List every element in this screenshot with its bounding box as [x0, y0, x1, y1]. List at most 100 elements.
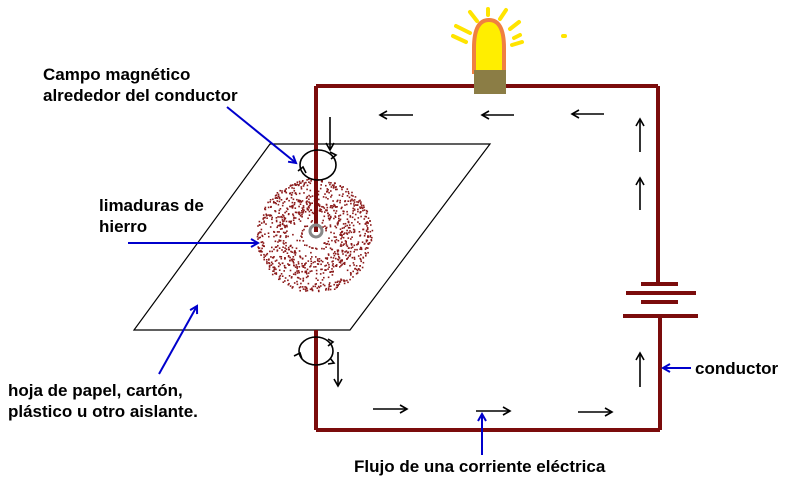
iron-filing-speck: [330, 186, 333, 188]
iron-filing-speck: [257, 234, 259, 236]
iron-filing-speck: [301, 265, 304, 267]
iron-filing-speck: [339, 245, 342, 247]
iron-filing-speck: [303, 228, 305, 231]
iron-filing-speck: [366, 228, 369, 231]
iron-filing-speck: [306, 268, 309, 271]
iron-filing-speck: [332, 263, 334, 265]
iron-filing-speck: [352, 228, 355, 231]
iron-filing-speck: [318, 286, 321, 289]
iron-filing-speck: [300, 200, 303, 203]
iron-filing-speck: [276, 226, 278, 229]
iron-filing-speck: [335, 188, 337, 191]
iron-filing-speck: [321, 268, 323, 271]
iron-filing-speck: [367, 221, 369, 224]
iron-filing-speck: [278, 197, 281, 200]
iron-filing-speck: [296, 181, 299, 183]
iron-filing-speck: [321, 222, 324, 224]
iron-filing-speck: [302, 280, 304, 282]
iron-filing-speck: [327, 276, 330, 279]
iron-filing-speck: [278, 212, 280, 214]
iron-filing-speck: [317, 285, 320, 288]
iron-filing-speck: [295, 184, 297, 186]
iron-filing-speck: [274, 240, 277, 243]
iron-filing-speck: [298, 205, 300, 208]
iron-filing-speck: [345, 190, 347, 193]
iron-filing-speck: [304, 244, 306, 246]
iron-filing-speck: [274, 195, 277, 197]
iron-filing-speck: [356, 272, 359, 274]
iron-filing-speck: [351, 256, 354, 259]
iron-filing-speck: [356, 268, 358, 271]
iron-filing-speck: [298, 286, 301, 289]
iron-filing-speck: [309, 270, 311, 273]
iron-filing-speck: [294, 271, 297, 274]
iron-filing-speck: [328, 237, 330, 239]
iron-filing-speck: [295, 211, 298, 214]
iron-filing-speck: [287, 213, 290, 216]
iron-filing-speck: [269, 250, 271, 253]
iron-filing-speck: [299, 286, 302, 288]
iron-filing-speck: [274, 260, 277, 262]
iron-filing-speck: [360, 204, 363, 207]
iron-filing-speck: [269, 226, 272, 228]
iron-filing-speck: [360, 203, 362, 205]
iron-filing-speck: [296, 276, 299, 279]
iron-filing-speck: [281, 223, 284, 226]
iron-filing-speck: [301, 216, 303, 218]
iron-filing-speck: [268, 258, 270, 260]
iron-filing-speck: [274, 272, 276, 275]
iron-filing-speck: [291, 187, 293, 189]
iron-filing-speck: [270, 214, 273, 217]
iron-filing-speck: [273, 268, 275, 271]
iron-filing-speck: [343, 263, 346, 265]
iron-filing-speck: [367, 235, 369, 237]
iron-filing-speck: [305, 201, 308, 204]
iron-filing-speck: [274, 202, 276, 204]
iron-filing-speck: [346, 269, 349, 272]
iron-filing-speck: [296, 198, 298, 201]
iron-filing-speck: [298, 201, 301, 203]
iron-filing-speck: [334, 240, 336, 242]
iron-filing-speck: [301, 236, 303, 238]
iron-filing-speck: [275, 273, 278, 275]
iron-filing-speck: [292, 260, 294, 263]
iron-filing-speck: [308, 198, 310, 201]
iron-filing-speck: [294, 217, 297, 219]
iron-filing-speck: [302, 266, 305, 268]
iron-filing-speck: [265, 254, 268, 256]
iron-filing-speck: [340, 186, 343, 189]
iron-filing-speck: [275, 220, 278, 223]
iron-filing-speck: [285, 231, 287, 234]
iron-filing-speck: [346, 279, 348, 282]
iron-filing-speck: [264, 255, 267, 257]
iron-filing-speck: [330, 196, 332, 198]
iron-filing-speck: [350, 244, 353, 246]
iron-filing-speck: [362, 209, 364, 212]
iron-filing-speck: [284, 277, 287, 279]
iron-filing-speck: [279, 236, 282, 238]
iron-filing-speck: [340, 207, 343, 210]
iron-filing-speck: [332, 270, 334, 273]
iron-filing-speck: [310, 263, 313, 265]
iron-filing-speck: [360, 201, 362, 203]
iron-filing-speck: [339, 214, 342, 217]
iron-filing-speck: [297, 277, 300, 279]
iron-filing-speck: [327, 262, 329, 264]
iron-filing-speck: [270, 264, 273, 266]
iron-filing-speck: [350, 194, 353, 197]
iron-filing-speck: [305, 271, 308, 274]
iron-filing-speck: [342, 244, 345, 246]
iron-filing-speck: [287, 279, 289, 282]
iron-filing-speck: [310, 258, 312, 260]
iron-filing-speck: [329, 225, 332, 228]
iron-filing-speck: [318, 260, 321, 263]
iron-filing-speck: [281, 227, 283, 230]
iron-filing-speck: [308, 207, 310, 209]
iron-filing-speck: [291, 276, 293, 278]
iron-filing-speck: [300, 187, 303, 190]
iron-filing-speck: [291, 201, 294, 204]
iron-filing-speck: [302, 277, 305, 280]
iron-filing-speck: [305, 290, 307, 292]
iron-filing-speck: [370, 224, 372, 226]
iron-filing-speck: [333, 182, 336, 184]
